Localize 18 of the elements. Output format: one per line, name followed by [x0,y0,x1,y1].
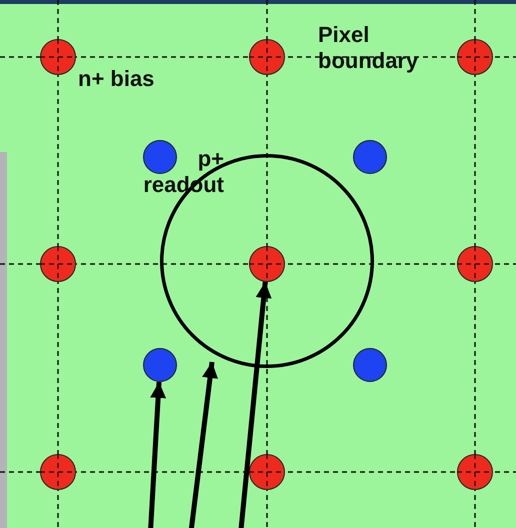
electrode-dot [249,454,285,490]
electrode-dot [457,39,493,75]
electrode-dot [249,246,285,282]
electrode-dot [457,246,493,282]
electrode-dot [40,39,76,75]
electrode-dot [40,246,76,282]
electrode-dot [143,140,177,174]
region-label: n+ bias [78,66,156,92]
electrode-dot [249,39,285,75]
electrode-dot [143,348,177,382]
arrow [148,382,166,528]
electrode-dot [353,348,387,382]
electrode-dot [353,140,387,174]
electrode-dot [40,454,76,490]
arrow [188,362,218,528]
electrode-dot [457,454,493,490]
region-label: Pixel boundary [318,22,420,74]
arrow [238,282,272,528]
